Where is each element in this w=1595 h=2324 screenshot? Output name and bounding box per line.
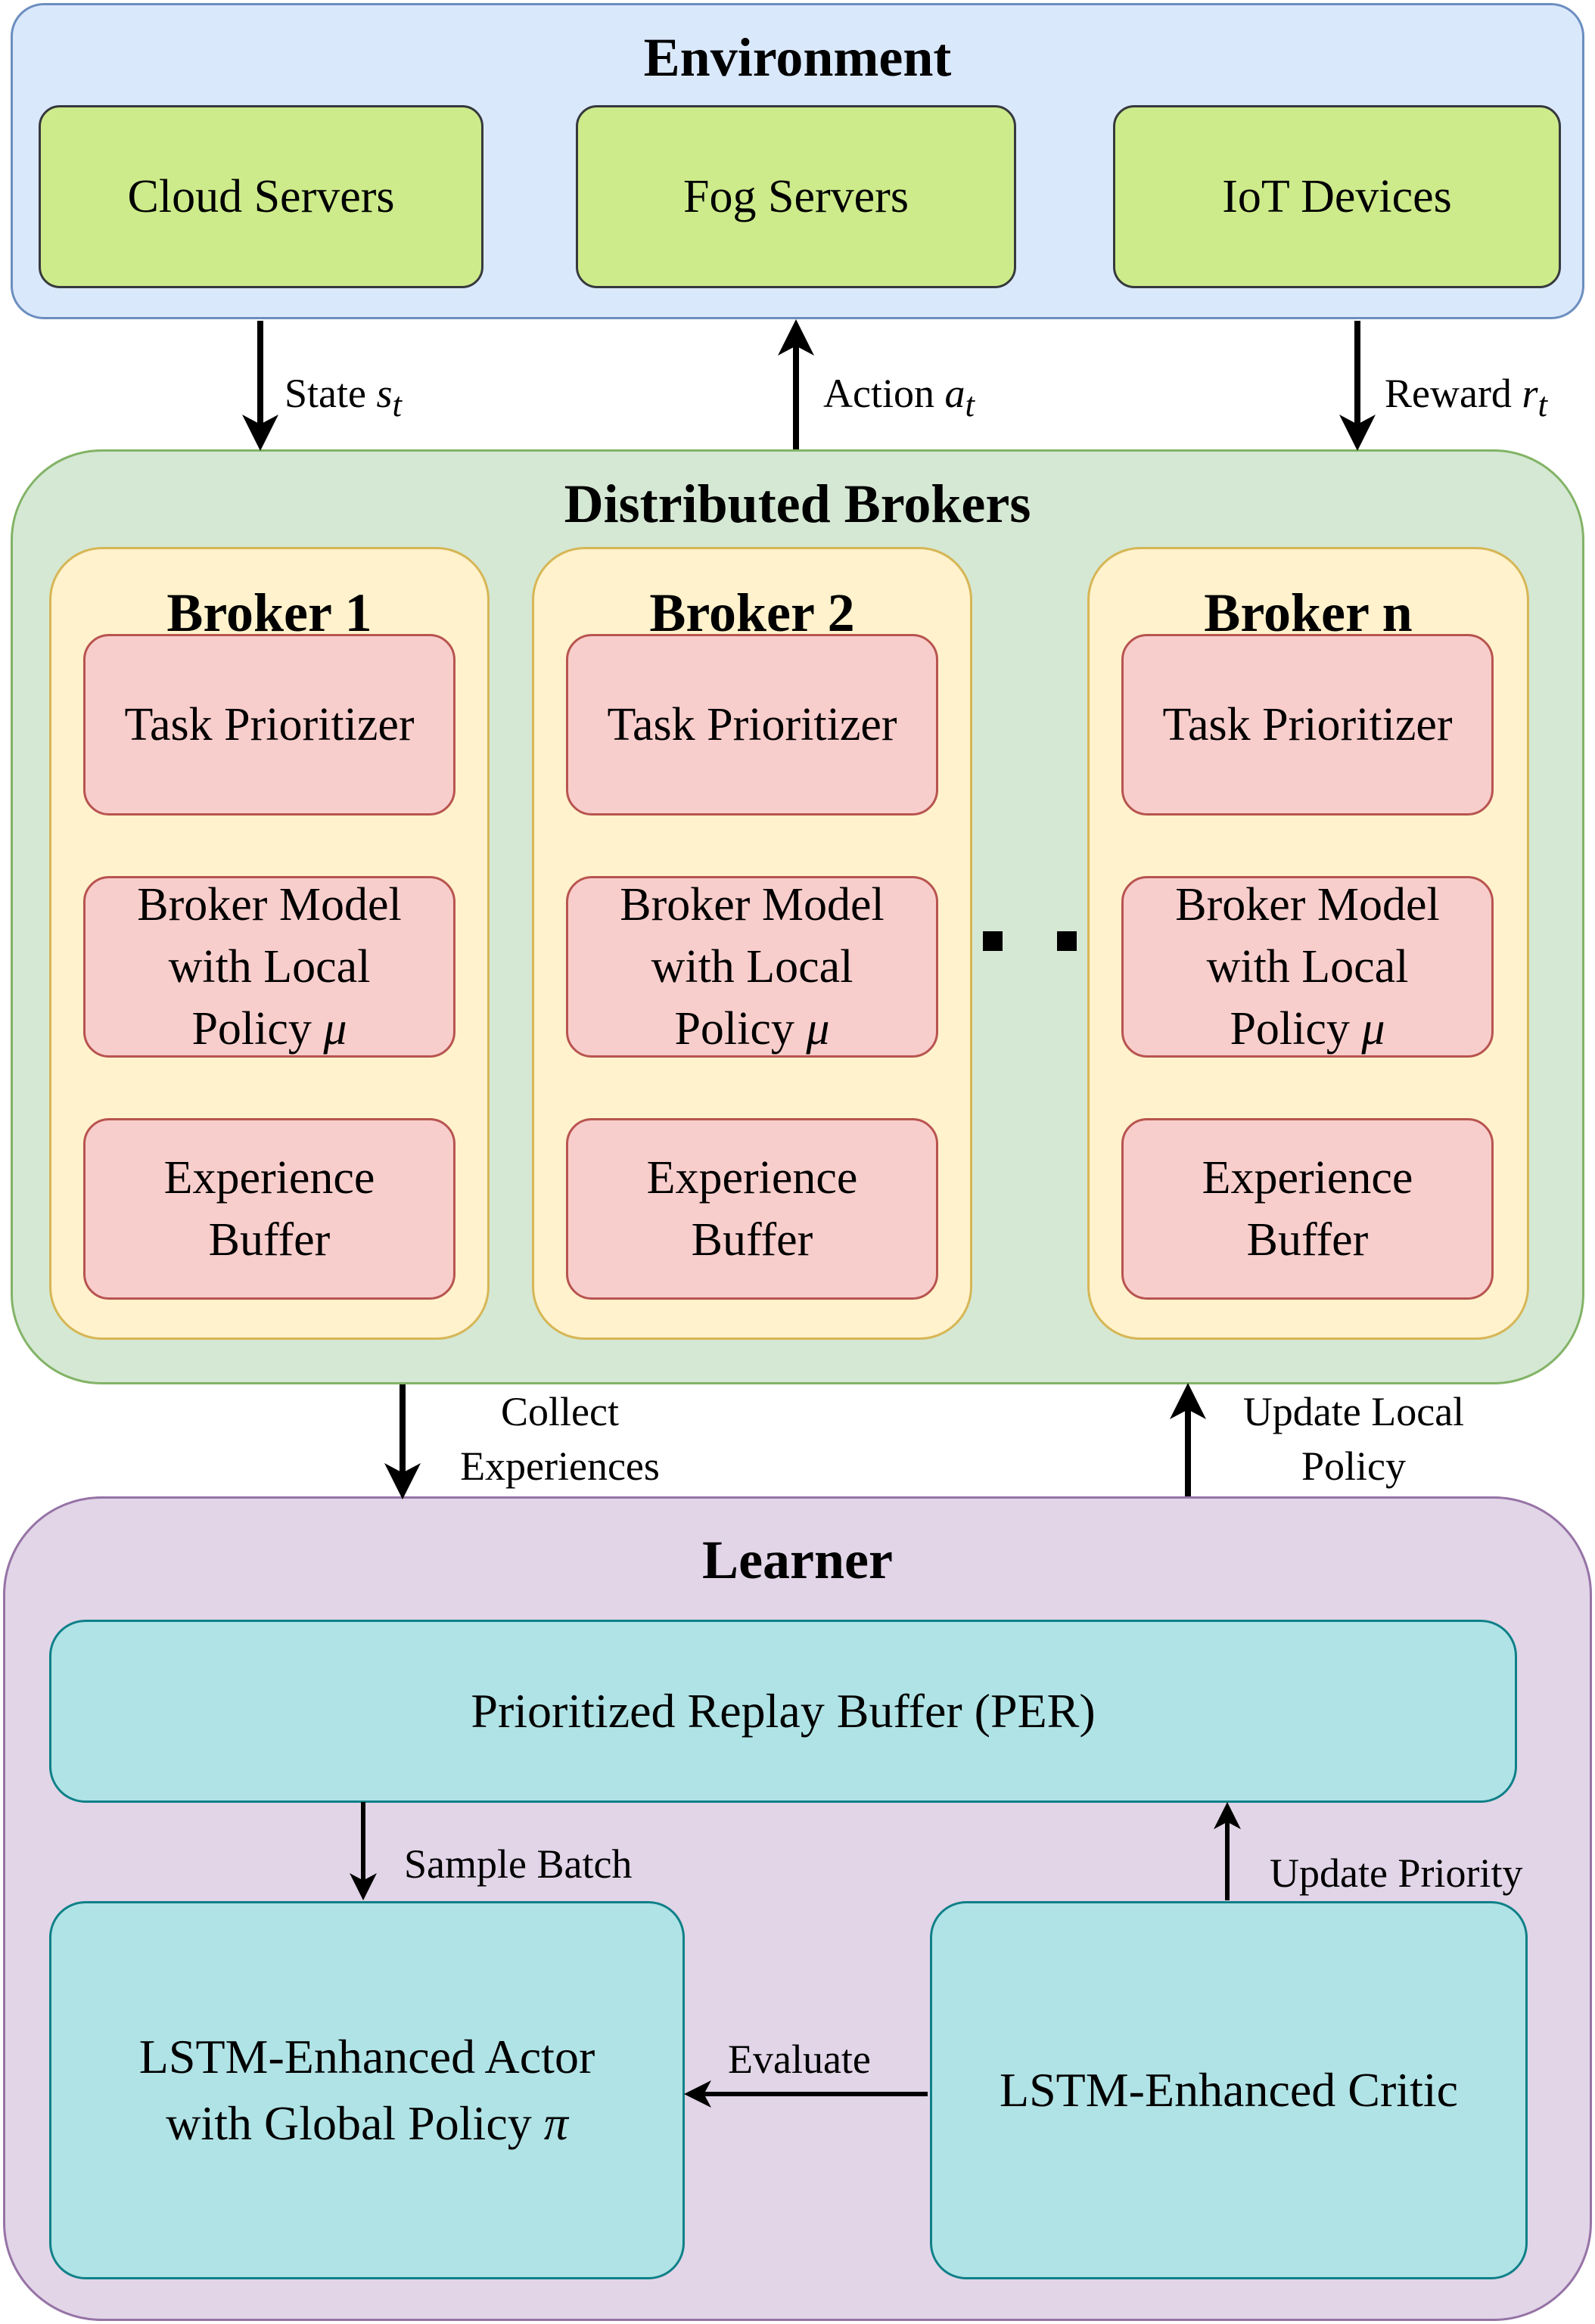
broker-model-line1: Broker Model — [620, 879, 885, 931]
update-local-policy-label: Update Local Policy — [1242, 1389, 1465, 1489]
task-prioritizer-box: Task Prioritizer — [566, 634, 938, 816]
evaluate-label: Evaluate — [728, 2037, 871, 2082]
iot-devices-box: IoT Devices — [1113, 105, 1561, 288]
mu-symbol: μ — [323, 1003, 347, 1055]
broker-model-line3: Policy μ — [1230, 1003, 1385, 1055]
broker-2: Broker 2 Task Prioritizer Broker Model w… — [532, 547, 972, 1340]
prioritized-replay-buffer-box: Prioritized Replay Buffer (PER) — [49, 1620, 1517, 1803]
experience-buffer-line2: Buffer — [1246, 1214, 1369, 1266]
pi-symbol: π — [543, 2096, 568, 2150]
experience-buffer-line1: Experience — [1202, 1152, 1413, 1204]
broker-n-title: Broker n — [1204, 583, 1413, 643]
learner-title: Learner — [702, 1530, 893, 1590]
experience-buffer-box: Experience Buffer — [566, 1118, 938, 1300]
experience-buffer-box: Experience Buffer — [1121, 1118, 1494, 1300]
broker-model-line3: Policy μ — [674, 1003, 830, 1055]
broker-n: Broker n Task Prioritizer Broker Model w… — [1087, 547, 1529, 1340]
action-label: Action at — [823, 371, 975, 424]
mu-symbol: μ — [1361, 1003, 1385, 1055]
cloud-servers-box: Cloud Servers — [39, 105, 483, 288]
broker-model-line2: with Local — [651, 941, 853, 993]
lstm-critic-box: LSTM-Enhanced Critic — [930, 1901, 1528, 2279]
broker-model-line2: with Local — [1206, 941, 1409, 993]
broker-model-line3: Policy μ — [191, 1003, 347, 1055]
reward-label: Reward rt — [1385, 371, 1547, 424]
broker-model-line2: with Local — [168, 941, 371, 993]
ellipsis-dot — [1057, 931, 1077, 951]
sample-batch-label: Sample Batch — [404, 1841, 633, 1887]
distributed-brokers-container: Distributed Brokers Broker 1 Task Priori… — [11, 449, 1584, 1384]
broker-model-box: Broker Model with Local Policy μ — [83, 876, 455, 1058]
broker-1-title: Broker 1 — [166, 583, 372, 643]
distributed-brokers-title: Distributed Brokers — [564, 474, 1031, 534]
mu-symbol: μ — [806, 1003, 830, 1055]
experience-buffer-line1: Experience — [646, 1152, 858, 1204]
actor-line2: with Global Policy π — [166, 2096, 568, 2150]
collect-experiences-label: Collect Experiences — [460, 1389, 660, 1489]
experience-buffer-box: Experience Buffer — [83, 1118, 455, 1300]
broker-1: Broker 1 Task Prioritizer Broker Model w… — [49, 547, 490, 1340]
update-priority-label: Update Priority — [1270, 1850, 1523, 1896]
actor-line1: LSTM-Enhanced Actor — [138, 2030, 595, 2083]
broker-model-line1: Broker Model — [137, 879, 402, 931]
environment-container: Environment Cloud Servers Fog Servers Io… — [11, 3, 1584, 319]
experience-buffer-line2: Buffer — [691, 1214, 813, 1266]
broker-model-box: Broker Model with Local Policy μ — [1121, 876, 1494, 1058]
task-prioritizer-box: Task Prioritizer — [83, 634, 455, 816]
environment-title: Environment — [643, 27, 952, 88]
learner-container: Learner Prioritized Replay Buffer (PER) … — [3, 1496, 1592, 2321]
broker-2-title: Broker 2 — [649, 583, 855, 643]
broker-model-box: Broker Model with Local Policy μ — [566, 876, 938, 1058]
lstm-actor-box: LSTM-Enhanced Actor with Global Policy π — [49, 1901, 685, 2279]
experience-buffer-line1: Experience — [163, 1152, 375, 1204]
experience-buffer-line2: Buffer — [208, 1214, 331, 1266]
fog-servers-box: Fog Servers — [576, 105, 1016, 288]
broker-model-line1: Broker Model — [1175, 879, 1440, 931]
task-prioritizer-box: Task Prioritizer — [1121, 634, 1494, 816]
ellipsis-dot — [983, 931, 1003, 951]
state-label: State st — [284, 371, 403, 424]
